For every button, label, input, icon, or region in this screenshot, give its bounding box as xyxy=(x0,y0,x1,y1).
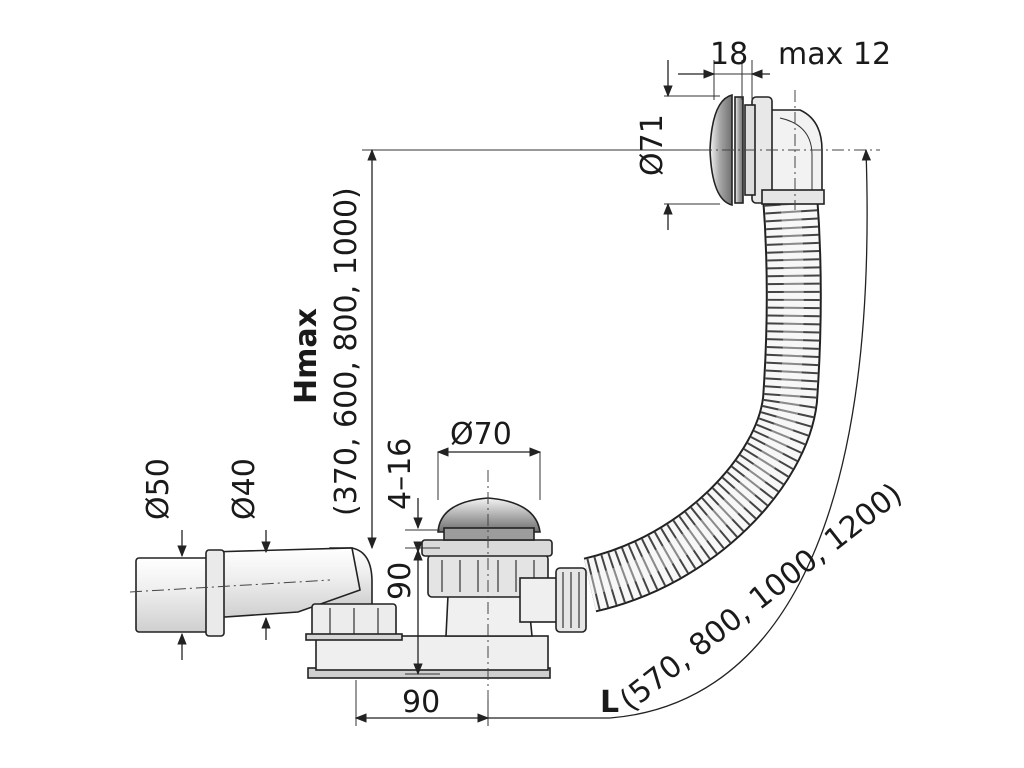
label-max12: max 12 xyxy=(778,37,891,72)
label-d70: Ø70 xyxy=(450,417,512,452)
outlet-pipe xyxy=(135,547,403,641)
label-h90: 90 xyxy=(383,562,418,600)
label-hmax-values: (370, 600, 800, 1000) xyxy=(329,187,364,516)
label-d40: Ø40 xyxy=(227,458,262,520)
label-l-title: L xyxy=(600,685,619,720)
label-hmax-title: Hmax xyxy=(289,308,324,404)
label-w90: 90 xyxy=(402,685,440,720)
label-d50: Ø50 xyxy=(141,458,176,520)
corrugated-hose xyxy=(583,192,822,613)
center-lines xyxy=(129,90,880,725)
label-range-4-16: 4–16 xyxy=(383,438,418,510)
label-d71: Ø71 xyxy=(635,114,670,176)
label-dim18: 18 xyxy=(710,37,748,72)
dimension-lines xyxy=(177,60,872,726)
